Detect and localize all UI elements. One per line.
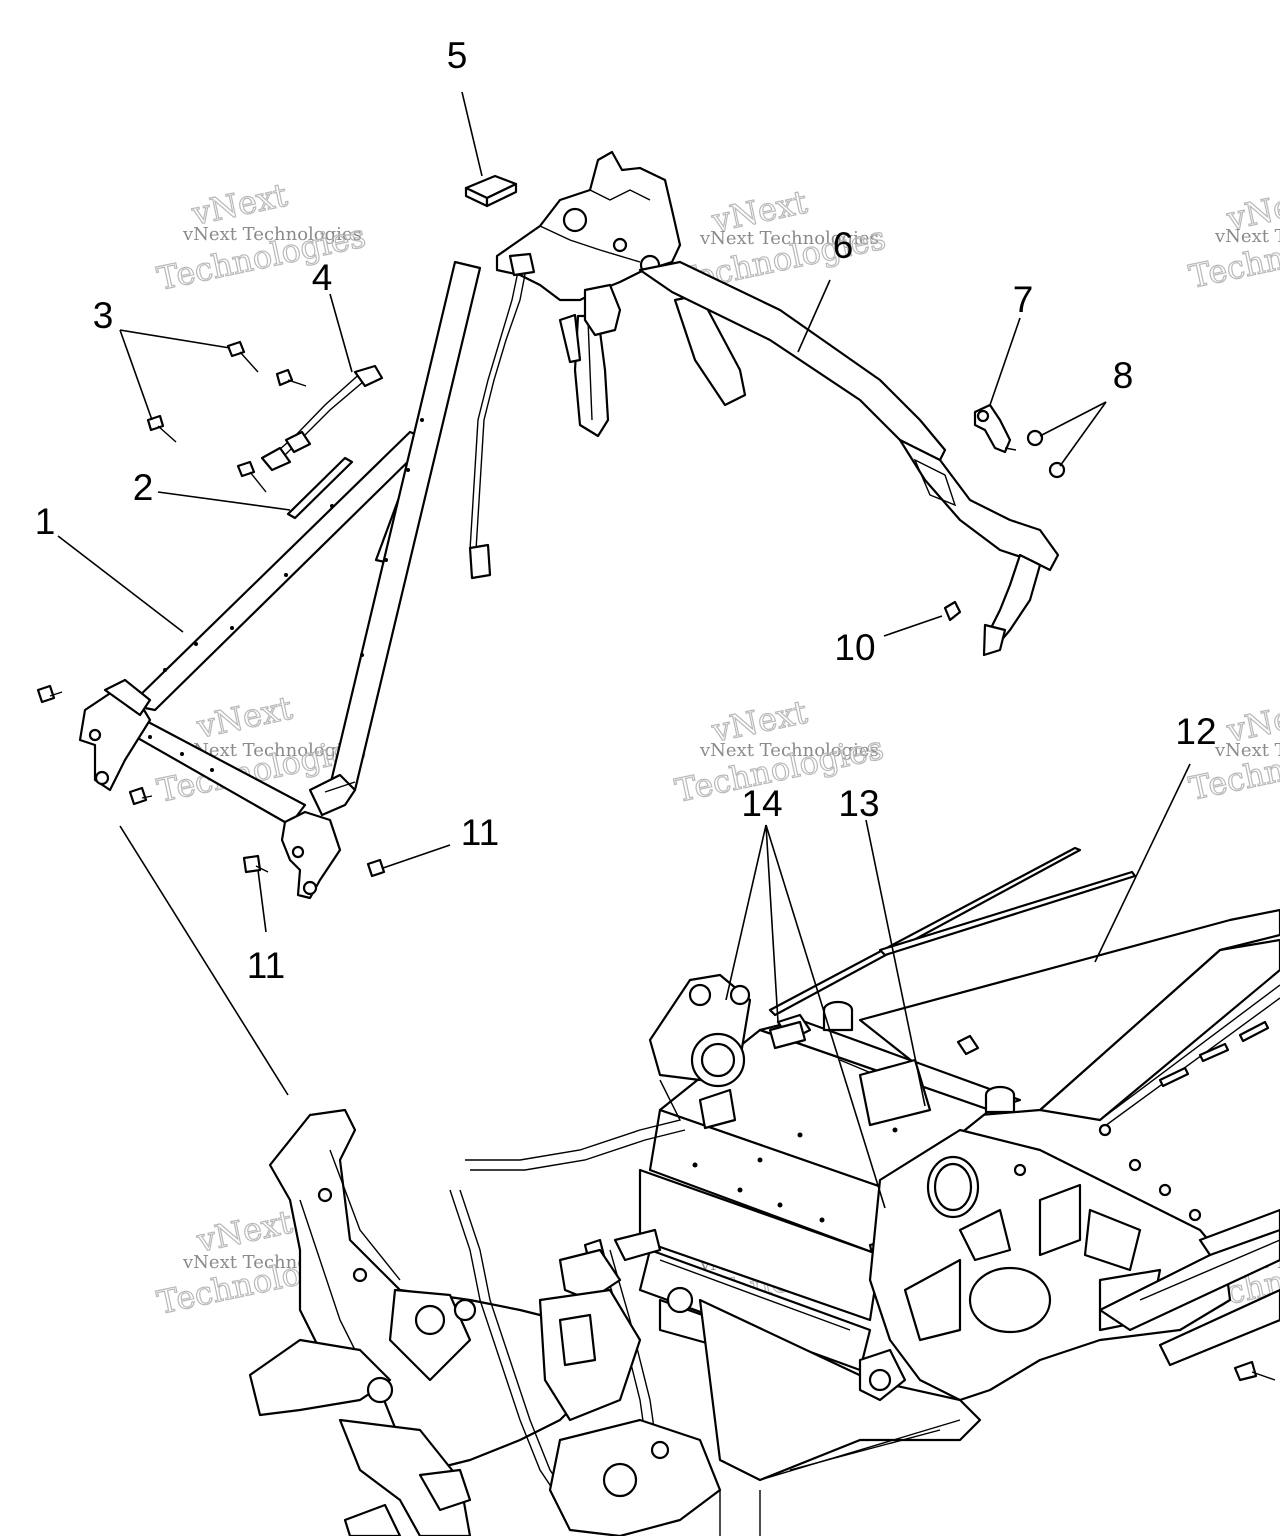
callout-8: 8	[1113, 355, 1134, 396]
part-10-clip	[943, 600, 962, 622]
watermark-text: vNext Technologies	[182, 224, 362, 245]
part-3-bolts	[146, 340, 307, 493]
part-5-pad	[464, 174, 518, 208]
chassis-assembly	[248, 846, 1280, 1536]
watermark-text: vNext Technologies	[1214, 226, 1280, 247]
callout-14: 14	[741, 783, 782, 824]
watermark-1: vNext vNext Technologies Technologies	[153, 175, 369, 298]
callout-10: 10	[834, 627, 875, 668]
part-4-harness	[260, 252, 536, 580]
watermark-text: vNext Technologies	[699, 740, 879, 761]
callout-12: 12	[1175, 711, 1216, 752]
callout-3: 3	[93, 295, 114, 336]
callout-6: 6	[833, 225, 854, 266]
callout-11-lower: 11	[247, 945, 285, 986]
callout-4: 4	[312, 257, 333, 298]
callout-13: 13	[838, 783, 879, 824]
watermark-3: vNext vNext Technologies Technologies	[1185, 180, 1280, 296]
watermark-brand: vNext	[193, 689, 296, 746]
part-8-nuts	[1026, 429, 1066, 479]
watermark-text: vNext Technologies	[699, 228, 879, 249]
watermark-text: vNext Technologies	[1214, 740, 1280, 761]
callout-1: 1	[35, 501, 56, 542]
part-6-steering-support	[495, 150, 1060, 657]
leader-lines	[57, 91, 1191, 1209]
part-7-bracket	[973, 403, 1017, 454]
callout-labels: 5 6 7 8 10 3 4 2 1 11 11 12 13 14	[35, 35, 1217, 986]
callout-2: 2	[133, 467, 154, 508]
callout-11-right: 11	[461, 812, 499, 853]
callout-5: 5	[447, 35, 468, 76]
callout-7: 7	[1013, 279, 1034, 320]
part-1-a-frame	[36, 260, 482, 900]
watermark-text: vNext Technologies	[182, 740, 362, 761]
